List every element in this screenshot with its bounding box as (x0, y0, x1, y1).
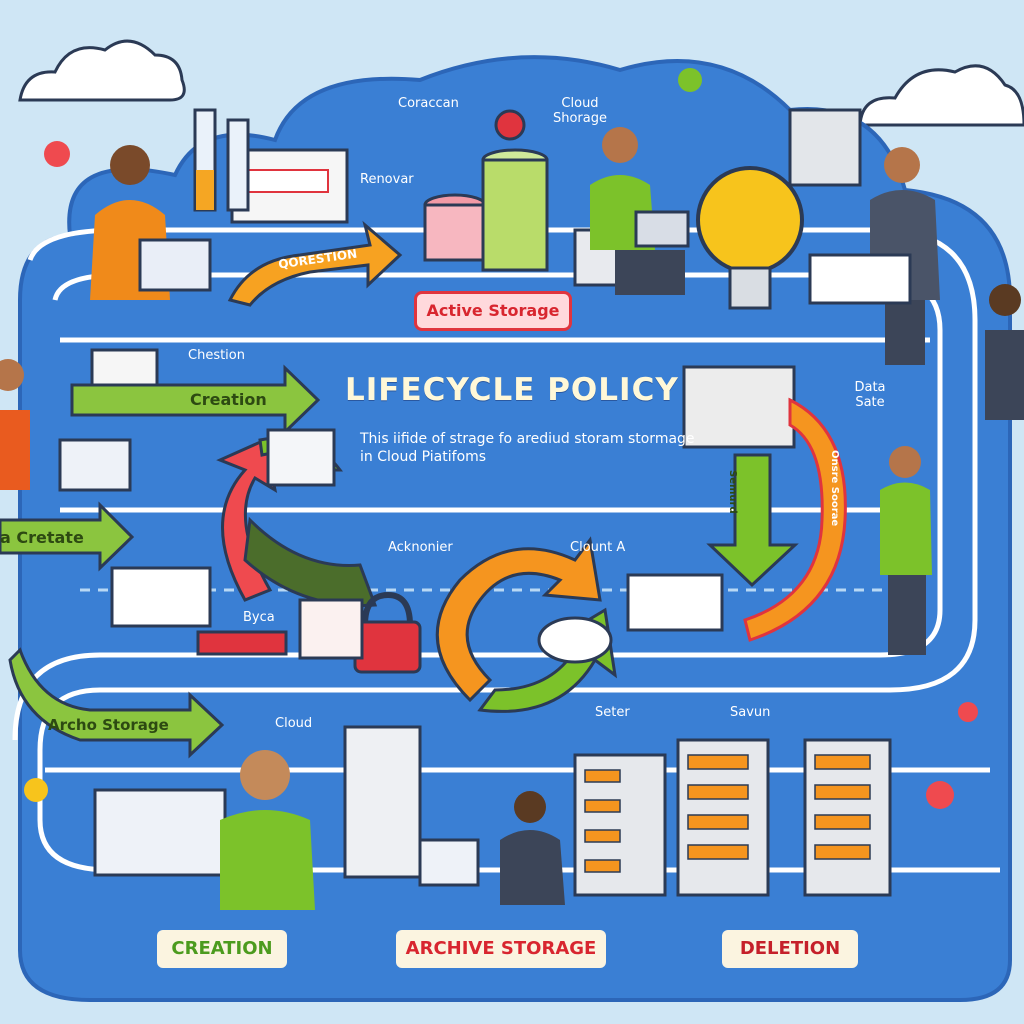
label-data-sate: Data Sate (854, 380, 886, 410)
monitor-byca (110, 566, 288, 656)
down-green-arrow (706, 453, 799, 588)
monitor-cloud-a (626, 573, 724, 632)
page-title: LIFECYCLE POLICY (345, 372, 679, 408)
label-renovar: Renovar (360, 172, 414, 187)
olive-band (243, 516, 378, 607)
label-acknonier: Acknonier (388, 540, 453, 555)
person-left-middle (0, 359, 132, 492)
pin-icon (494, 109, 526, 141)
cloud-badge-icon (537, 616, 613, 664)
qorestion-arrow (227, 220, 403, 307)
label-cloud: Cloud (275, 716, 313, 731)
label-archo-storage: Archo Storage (48, 716, 169, 734)
person-top-center (590, 127, 690, 295)
label-cretate-arrow: a Cretate (0, 528, 84, 547)
test-tubes (193, 108, 250, 212)
sky-cloud-left (18, 39, 186, 102)
document-stack (298, 598, 364, 660)
monitor-small-center (266, 428, 336, 487)
sky-cloud-right (858, 64, 1024, 127)
label-vertical-orange: Onsre Soorae (829, 450, 840, 527)
bottom-label-deletion: DELETION (722, 930, 858, 968)
label-cloud-a: Clount A (570, 540, 626, 555)
cretate-arrow (0, 501, 135, 572)
person-top-left (90, 145, 212, 300)
monitor-right (808, 253, 912, 305)
red-orange-arrow (743, 397, 847, 642)
person-far-right (985, 284, 1024, 420)
bottom-label-creation: CREATION (157, 930, 287, 968)
label-cloud-shorage: Cloud Shorage (552, 96, 607, 126)
server-rack-middle (682, 365, 796, 449)
label-seter: Seter (595, 705, 630, 720)
person-bottom-left (93, 750, 315, 910)
label-creation-arrow: Creation (190, 390, 267, 409)
person-right-middle (880, 446, 932, 655)
bottom-label-archive-storage: ARCHIVE STORAGE (396, 930, 606, 968)
label-chestion: Chestion (188, 348, 245, 363)
creation-arrow (70, 364, 321, 436)
decor-dots (24, 68, 978, 809)
server-drive-slots (584, 754, 871, 873)
page-subtitle: This iifide of strage fo arediud storam … (360, 431, 695, 465)
label-vertical-green: Semurd (727, 470, 738, 514)
label-byca: Byca (243, 610, 275, 625)
active-storage-badge: Active Storage (414, 291, 572, 331)
label-coraccan: Coraccan (398, 96, 459, 111)
label-savun: Savun (730, 705, 771, 720)
server-rack-top (788, 108, 862, 187)
archo-storage-arrow (8, 647, 225, 759)
server-racks-bottom (343, 725, 892, 897)
person-bottom-center (418, 791, 565, 905)
lightbulb-icon (696, 166, 804, 310)
